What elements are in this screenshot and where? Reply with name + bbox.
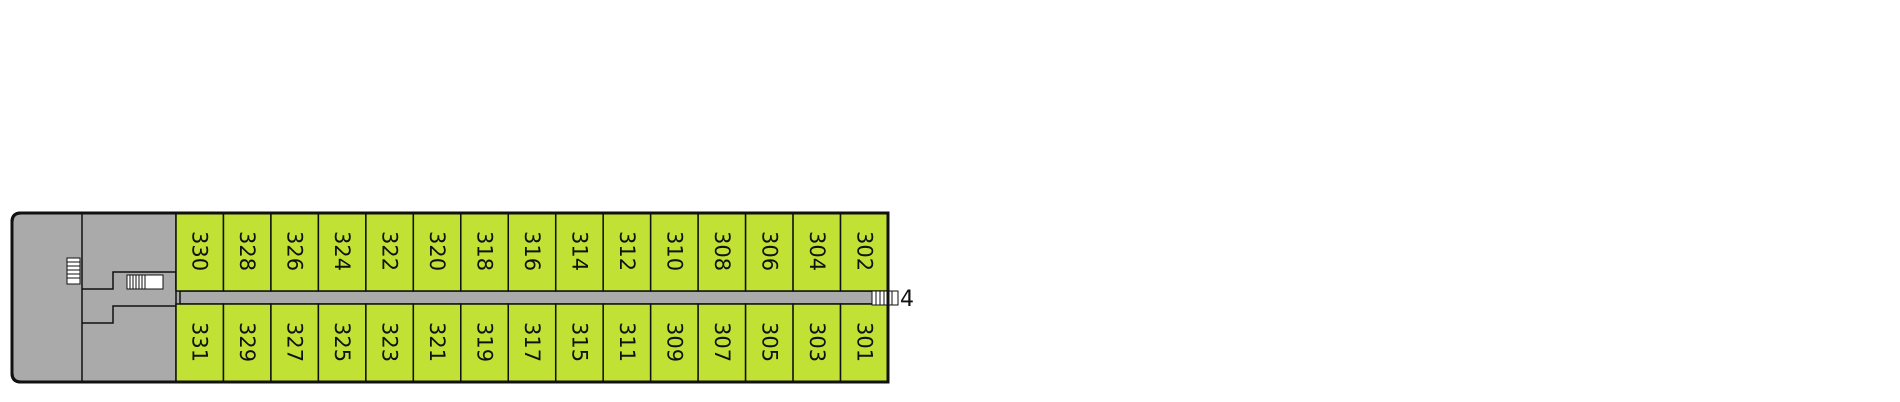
cabin-307[interactable]: 307 bbox=[697, 303, 747, 383]
cabin-number: 308 bbox=[710, 231, 734, 271]
cabin-number: 330 bbox=[188, 231, 212, 271]
cabin-325[interactable]: 325 bbox=[317, 303, 367, 383]
cabin-box[interactable] bbox=[317, 212, 367, 292]
cabin-303[interactable]: 303 bbox=[792, 303, 842, 383]
cabin-314[interactable]: 314 bbox=[554, 212, 604, 292]
cabin-number: 303 bbox=[805, 322, 829, 362]
cabin-box[interactable] bbox=[175, 212, 225, 292]
cabin-number: 315 bbox=[567, 322, 591, 362]
cabin-301[interactable]: 301 bbox=[839, 303, 889, 383]
cabin-number: 318 bbox=[473, 231, 497, 271]
cabin-number: 306 bbox=[757, 231, 781, 271]
cabin-box[interactable] bbox=[507, 303, 557, 383]
cabin-number: 323 bbox=[378, 322, 402, 362]
cabin-box[interactable] bbox=[365, 303, 415, 383]
cabin-311[interactable]: 311 bbox=[602, 303, 652, 383]
cabin-318[interactable]: 318 bbox=[460, 212, 510, 292]
cabin-row-top: 330 328 326 324 322 320 318 316 314 312 310 308 306 3… bbox=[175, 212, 889, 292]
cabin-322[interactable]: 322 bbox=[365, 212, 415, 292]
cabin-315[interactable]: 315 bbox=[554, 303, 604, 383]
cabin-number: 317 bbox=[520, 322, 544, 362]
cabin-number: 305 bbox=[757, 322, 781, 362]
cabin-number: 322 bbox=[378, 231, 402, 271]
corridor bbox=[179, 290, 889, 305]
cabin-number: 326 bbox=[283, 231, 307, 271]
cabin-box[interactable] bbox=[744, 212, 794, 292]
cabin-number: 329 bbox=[235, 322, 259, 362]
cabin-number: 314 bbox=[567, 231, 591, 271]
cabin-number: 325 bbox=[330, 322, 354, 362]
cabin-324[interactable]: 324 bbox=[317, 212, 367, 292]
cabin-number: 316 bbox=[520, 231, 544, 271]
cabin-326[interactable]: 326 bbox=[270, 212, 320, 292]
cabin-306[interactable]: 306 bbox=[744, 212, 794, 292]
cabin-box[interactable] bbox=[412, 303, 462, 383]
cabin-number: 328 bbox=[235, 231, 259, 271]
hull-border bbox=[10, 211, 890, 384]
cabin-329[interactable]: 329 bbox=[222, 303, 272, 383]
cabin-number: 310 bbox=[662, 231, 686, 271]
cabin-number: 331 bbox=[188, 322, 212, 362]
cabin-304[interactable]: 304 bbox=[792, 212, 842, 292]
cabin-number: 327 bbox=[283, 322, 307, 362]
cabin-number: 321 bbox=[425, 322, 449, 362]
cabin-319[interactable]: 319 bbox=[460, 303, 510, 383]
cabin-327[interactable]: 327 bbox=[270, 303, 320, 383]
cabin-number: 311 bbox=[615, 322, 639, 362]
cabin-box[interactable] bbox=[507, 212, 557, 292]
cabin-305[interactable]: 305 bbox=[744, 303, 794, 383]
cabin-302[interactable]: 302 bbox=[839, 212, 889, 292]
cabin-320[interactable]: 320 bbox=[412, 212, 462, 292]
stern-stairs-icon bbox=[66, 257, 81, 285]
cabin-323[interactable]: 323 bbox=[365, 303, 415, 383]
cabin-box[interactable] bbox=[222, 303, 272, 383]
cabin-number: 307 bbox=[710, 322, 734, 362]
cabin-number: 312 bbox=[615, 231, 639, 271]
cabin-309[interactable]: 309 bbox=[649, 303, 699, 383]
cabin-312[interactable]: 312 bbox=[602, 212, 652, 292]
cabin-310[interactable]: 310 bbox=[649, 212, 699, 292]
cabin-box[interactable] bbox=[839, 212, 889, 292]
cabin-box[interactable] bbox=[554, 303, 604, 383]
cabin-number: 304 bbox=[805, 231, 829, 271]
cabin-308[interactable]: 308 bbox=[697, 212, 747, 292]
cabin-number: 319 bbox=[473, 322, 497, 362]
cabin-number: 302 bbox=[852, 231, 876, 271]
cabin-331[interactable]: 331 bbox=[175, 303, 225, 383]
cabin-330[interactable]: 330 bbox=[175, 212, 225, 292]
stairs-link-label[interactable]: 4 bbox=[900, 287, 914, 312]
cabin-number: 324 bbox=[330, 231, 354, 271]
forward-stairs-icon[interactable] bbox=[871, 290, 899, 306]
cabin-box[interactable] bbox=[792, 212, 842, 292]
service-stairs-icon bbox=[126, 274, 164, 290]
cabin-box[interactable] bbox=[317, 303, 367, 383]
cabin-box[interactable] bbox=[460, 212, 510, 292]
cabin-number: 301 bbox=[852, 322, 876, 362]
cabin-box[interactable] bbox=[792, 303, 842, 383]
cabin-box[interactable] bbox=[839, 303, 889, 383]
cabin-317[interactable]: 317 bbox=[507, 303, 557, 383]
cabin-row-bottom: 331 329 327 325 323 321 319 317 315 311 309 307 305 3… bbox=[175, 303, 889, 383]
cabin-box[interactable] bbox=[460, 303, 510, 383]
cabin-321[interactable]: 321 bbox=[412, 303, 462, 383]
cabin-box[interactable] bbox=[412, 212, 462, 292]
cabin-number: 309 bbox=[662, 322, 686, 362]
cabin-328[interactable]: 328 bbox=[222, 212, 272, 292]
cabin-316[interactable]: 316 bbox=[507, 212, 557, 292]
cabin-number: 320 bbox=[425, 231, 449, 271]
